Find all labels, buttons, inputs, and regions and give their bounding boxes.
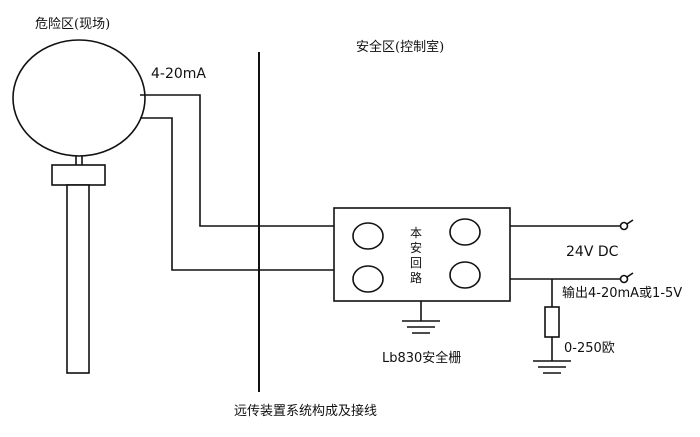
field-transmitter [12,39,146,374]
safe-zone-label: 安全区(控制室) [356,39,444,55]
supply-label: 24V DC [566,244,619,260]
loop-label-char: 路 [410,270,422,285]
supply-terminal [619,221,629,231]
hazard-zone-label: 危险区(现场) [35,17,110,32]
signal-wire-lower [140,117,334,271]
transmitter-probe [66,184,90,374]
output-terminal-lead [626,272,634,278]
transmitter-head [12,39,146,157]
barrier-terminal [449,218,481,246]
signal-wire-upper [140,94,334,227]
resistor-ground-symbol [533,360,571,374]
barrier-terminal [449,261,481,289]
supply-terminal-lead [626,219,634,225]
safety-barrier: 本 安 回 路 [333,207,511,302]
barrier-ground-symbol [402,301,440,334]
barrier-terminal [352,222,384,250]
transmitter-flange [51,164,106,186]
signal-label: 4-20mA [151,66,206,82]
output-terminal [619,274,629,284]
barrier-terminal [352,265,384,293]
loop-label-char: 回 [410,256,422,270]
diagram-caption: 远传装置系统构成及接线 [234,403,377,419]
resistor-label: 0-250欧 [564,341,615,356]
load-resistor [544,306,560,338]
loop-label-char: 本 [410,226,422,240]
barrier-label: Lb830安全栅 [382,350,461,366]
output-label: 输出4-20mA或1-5V [562,285,682,301]
loop-label-char: 安 [410,240,422,255]
